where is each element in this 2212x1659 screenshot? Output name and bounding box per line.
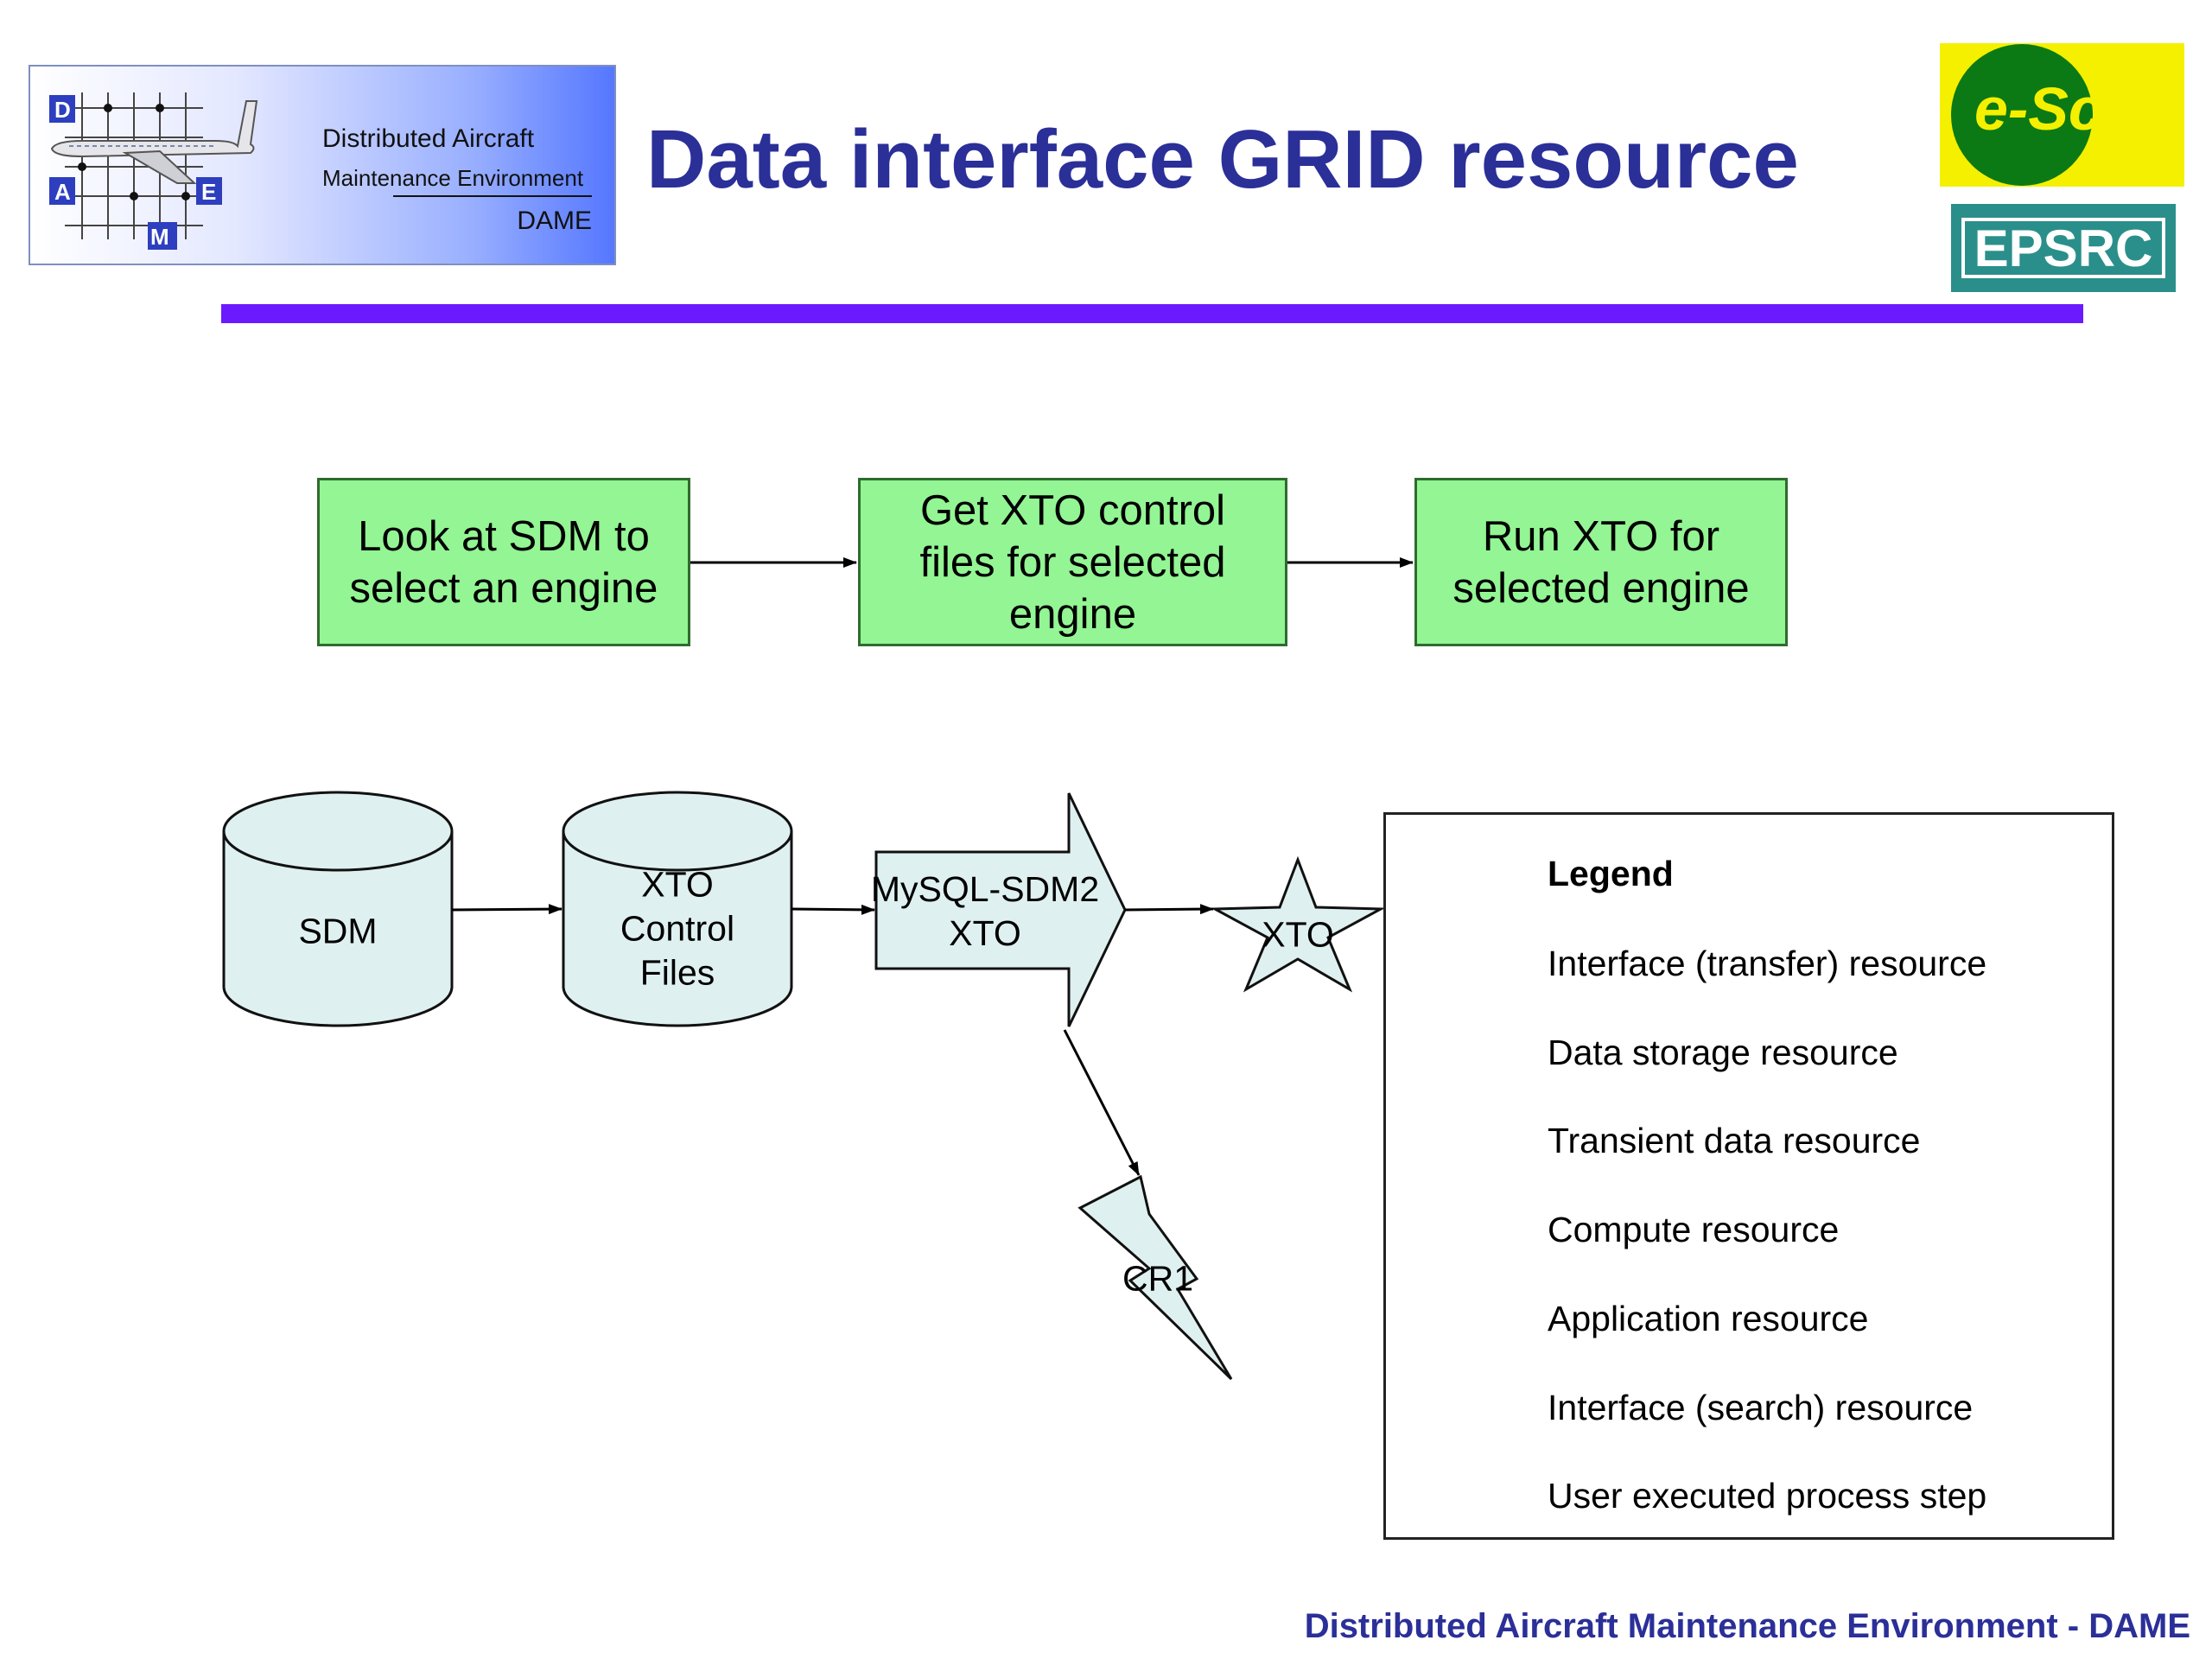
legend-item-search: Interface (search) resource xyxy=(1548,1388,1974,1427)
dame-logo: D A E M Distributed Aircraft Maintenance… xyxy=(29,65,616,265)
process-step-look-at-sdm: Look at SDM to select an engine xyxy=(317,478,690,646)
process-step-run-xto: Run XTO for selected engine xyxy=(1414,478,1788,646)
legend-item-transient: Transient data resource xyxy=(1548,1121,1921,1160)
escience-logo: e-Science dti xyxy=(1940,43,2184,187)
xto-application-label: XTO xyxy=(1262,914,1334,955)
cr1-compute-label: CR1 xyxy=(1122,1258,1194,1299)
escience-logo-text: e-Science xyxy=(1974,75,2184,143)
legend-item-compute: Compute resource xyxy=(1548,1210,1840,1249)
connector-sdm-xtofiles xyxy=(451,904,563,915)
connector-mysql-cr1 xyxy=(1063,1029,1141,1176)
dame-letter-m: M xyxy=(150,224,169,250)
title-rule xyxy=(221,304,2083,323)
footer: Distributed Aircraft Maintenance Environ… xyxy=(1304,1607,2190,1645)
dame-logo-line2: Maintenance Environment xyxy=(322,165,584,191)
xto-control-files-label: XTO Control Files xyxy=(620,864,735,993)
legend-title: Legend xyxy=(1548,854,1674,893)
process-step-get-xto-files: Get XTO control files for selected engin… xyxy=(858,478,1287,646)
epsrc-logo: EPSRC xyxy=(1951,204,2176,292)
sdm-label: SDM xyxy=(298,911,378,951)
dame-logo-graphic: D A E M Distributed Aircraft Maintenance… xyxy=(49,92,592,250)
dame-letter-e: E xyxy=(201,179,216,205)
mysql-interface-label: MySQL-SDM2 XTO xyxy=(870,869,1100,953)
xto-application-star xyxy=(1210,855,1386,993)
page-title: Data interface GRID resource xyxy=(646,113,1799,206)
xto-control-files-cylinder xyxy=(562,791,793,1027)
dame-logo-line3: DAME xyxy=(517,207,592,235)
legend-item-process-step: User executed process step xyxy=(1548,1476,1987,1516)
dame-logo-line1: Distributed Aircraft xyxy=(322,124,535,153)
legend-item-data-storage: Data storage resource xyxy=(1548,1033,1898,1072)
sdm-cylinder xyxy=(222,791,454,1027)
dame-letter-a: A xyxy=(54,179,71,205)
connector-mysql-xto xyxy=(1124,904,1214,915)
dame-letter-d: D xyxy=(54,97,71,123)
legend-item-transfer: Interface (transfer) resource xyxy=(1548,944,1987,983)
cr1-compute-lightning xyxy=(1077,1174,1233,1381)
epsrc-logo-text: EPSRC xyxy=(1974,219,2153,277)
legend-item-application: Application resource xyxy=(1548,1299,1869,1338)
legend xyxy=(1383,812,2114,1540)
connector-xtofiles-mysql xyxy=(791,904,875,915)
mysql-interface-arrow xyxy=(874,792,1127,1027)
escience-logo-sub: dti xyxy=(2009,138,2056,187)
